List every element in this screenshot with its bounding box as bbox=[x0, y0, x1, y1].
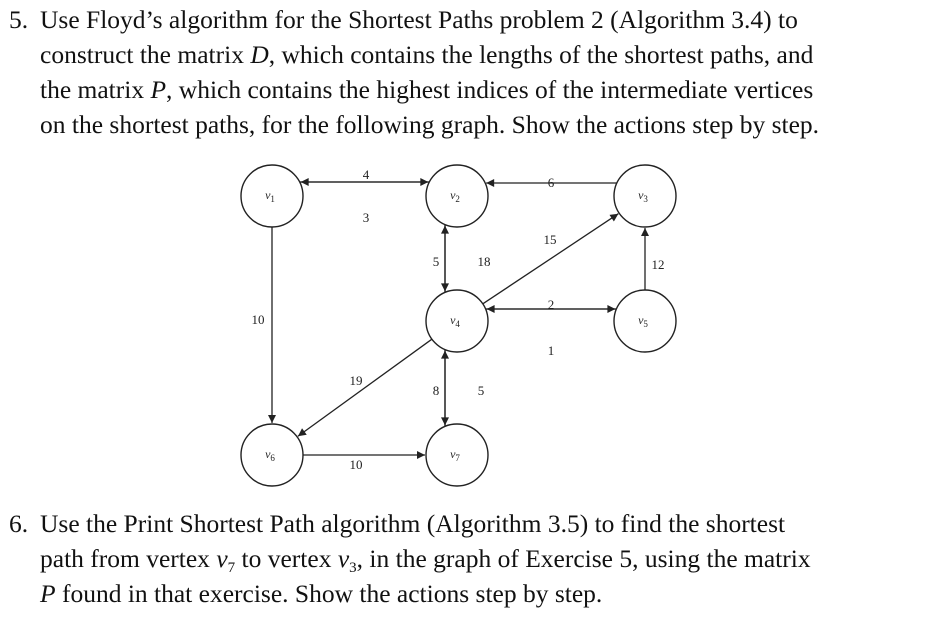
edge-weight-v1-v6: 10 bbox=[252, 312, 265, 327]
exercise-6-line-1: Use the Print Shortest Path algorithm (A… bbox=[40, 509, 786, 538]
edge-weight-v2-v1: 3 bbox=[363, 210, 370, 225]
vertex-v4 bbox=[425, 289, 489, 353]
vertex-label-v4: v4 bbox=[450, 313, 460, 329]
vertex-v6 bbox=[240, 423, 304, 487]
matrix-p-symbol: P bbox=[150, 75, 167, 104]
exercise-5-line-4: on the shortest paths, for the following… bbox=[40, 110, 820, 139]
edge-weight-v6-v7: 10 bbox=[350, 457, 363, 472]
edge-weight-v4-v2: 5 bbox=[433, 254, 440, 269]
edge-weight-v5-v4: 1 bbox=[548, 343, 555, 358]
edge-v4-v6 bbox=[297, 338, 433, 437]
exercise-5-line-2: construct the matrix D, which contains t… bbox=[40, 40, 814, 69]
edge-v4-v3 bbox=[482, 213, 619, 305]
matrix-d-symbol: D bbox=[250, 40, 269, 69]
exercise-6-number: 6. bbox=[9, 509, 29, 538]
edge-weight-v3-v2: 6 bbox=[548, 175, 555, 190]
edge-weight-v4-v5: 2 bbox=[548, 297, 555, 312]
vertex-v1 bbox=[240, 164, 304, 228]
matrix-p-symbol: P bbox=[40, 579, 56, 608]
vertex-label-v1: v1 bbox=[265, 188, 275, 204]
vertex-label-v6: v6 bbox=[265, 447, 275, 463]
edge-weight-v2-v4: 18 bbox=[478, 254, 491, 269]
vertex-v7 bbox=[425, 423, 489, 487]
exercise-6-line-3: P found in that exercise. Show the actio… bbox=[40, 579, 603, 608]
exercise-5-line-3: the matrix P, which contains the highest… bbox=[40, 75, 814, 104]
vertex-label-v5: v5 bbox=[638, 313, 648, 329]
edge-weight-v1-v2: 4 bbox=[363, 167, 370, 182]
exercise-5-line-1: Use Floyd’s algorithm for the Shortest P… bbox=[40, 5, 798, 34]
exercise-6-line-2: path from vertex v7 to vertex v3, in the… bbox=[40, 544, 811, 576]
edge-weight-v4-v3: 15 bbox=[544, 232, 557, 247]
vertex-label-v2: v2 bbox=[450, 188, 460, 204]
edge-weight-v7-v4: 8 bbox=[433, 383, 440, 398]
vertex-v2 bbox=[425, 164, 489, 228]
vertex-v3 bbox=[613, 164, 677, 228]
vertex-label-v3: v3 bbox=[638, 188, 648, 204]
edge-weight-v4-v6: 19 bbox=[350, 373, 363, 388]
exercise-5-number: 5. bbox=[9, 5, 29, 34]
vertex-label-v7: v7 bbox=[450, 447, 460, 463]
edge-weight-v4-v7: 5 bbox=[478, 383, 485, 398]
edge-weight-v5-v3: 12 bbox=[652, 257, 665, 272]
vertex-v5 bbox=[613, 289, 677, 353]
